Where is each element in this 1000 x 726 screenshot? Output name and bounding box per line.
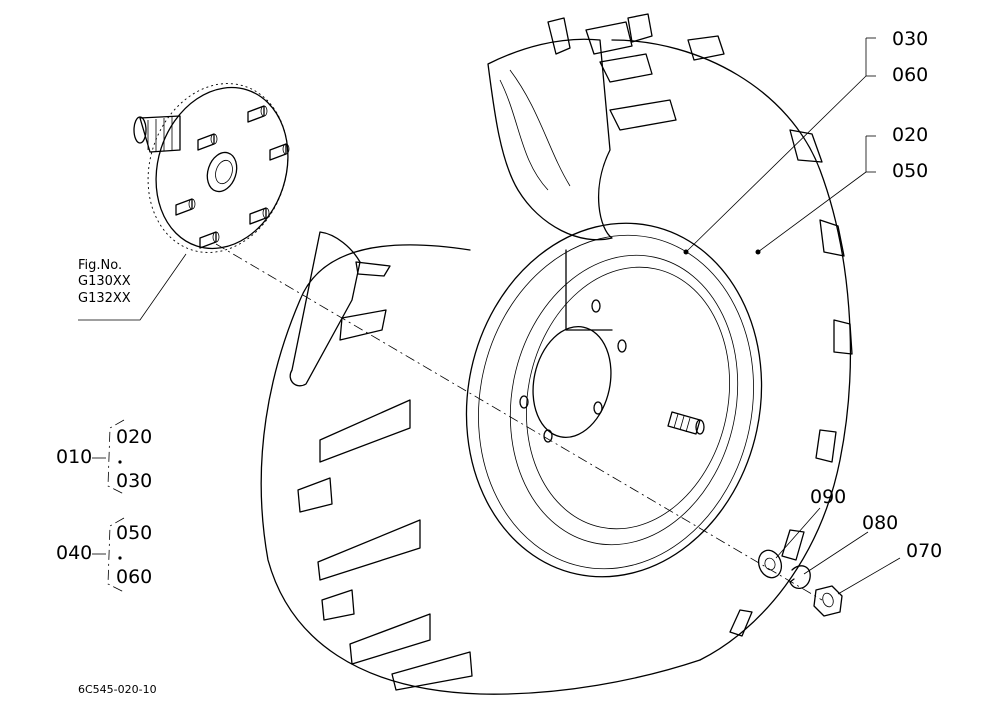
drawing-code: 6C545-020-10 <box>78 683 157 696</box>
assembly-axis-line <box>215 243 823 601</box>
hub-stud <box>247 105 268 123</box>
group-040-child-b: 060 <box>116 566 153 588</box>
hex-nut <box>813 585 843 617</box>
callout-070: 070 <box>906 540 943 562</box>
group-bracket-010 <box>92 419 125 495</box>
hub-stud <box>269 143 290 161</box>
group-040-child-a: 050 <box>116 522 153 544</box>
hub-stud <box>199 231 220 249</box>
wheel-rim <box>465 222 763 578</box>
figure-ref-line1: Fig.No. <box>78 258 123 273</box>
callout-030: 030 <box>892 28 929 50</box>
figure-ref-label: Fig.No. G130XX G132XX <box>78 258 131 307</box>
figure-ref-line2: G130XX <box>78 274 131 290</box>
leader-lines <box>78 37 901 595</box>
plain-washer <box>757 549 783 579</box>
hub-stud <box>249 207 270 225</box>
valve-stem <box>667 411 705 435</box>
tire-outer-tread <box>611 39 853 661</box>
hub-stud <box>175 198 196 216</box>
group-010-parent: 010 <box>56 446 93 468</box>
tire-cutaway-section <box>487 13 725 241</box>
group-010-child-b: 030 <box>116 470 153 492</box>
group-010-child-a: 020 <box>116 426 153 448</box>
callout-090: 090 <box>810 486 847 508</box>
figure-ref-line3: G132XX <box>78 290 131 306</box>
hub-stud <box>197 133 218 151</box>
group-040-parent: 040 <box>56 542 93 564</box>
group-bracket-040 <box>92 517 125 593</box>
callout-020: 020 <box>892 124 929 146</box>
callout-060: 060 <box>892 64 929 86</box>
callout-050: 050 <box>892 160 929 182</box>
callout-080: 080 <box>862 512 899 534</box>
wheel-hub <box>133 83 289 253</box>
spring-washer <box>789 565 811 589</box>
tire-left-lugs <box>260 231 701 695</box>
